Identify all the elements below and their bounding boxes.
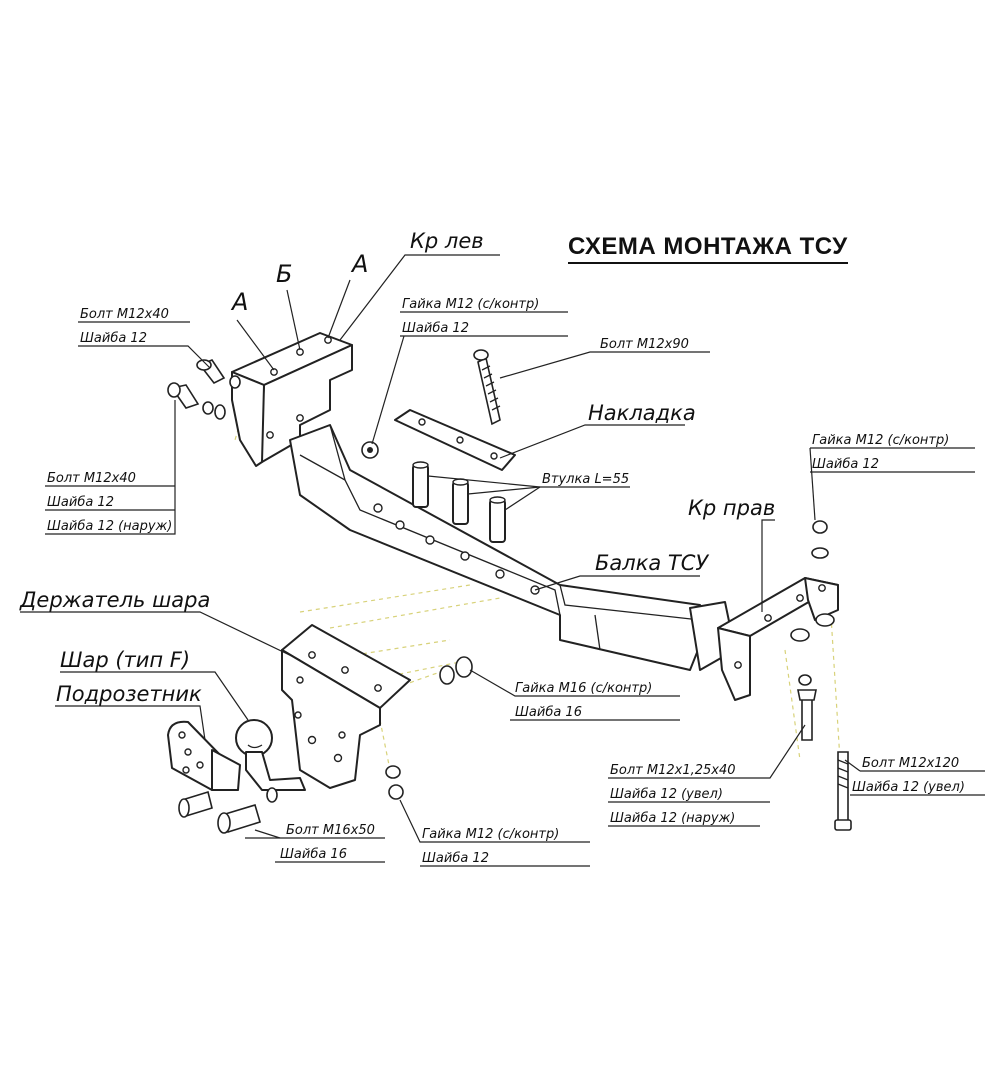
label-washer-16-nut: Шайба 16 (515, 705, 582, 720)
label-washer-12-nut-top: Шайба 12 (402, 321, 469, 336)
spacer-sleeves (412, 461, 506, 543)
label-nut-m12-bottom: Гайка М12 (с/контр) (422, 827, 559, 842)
label-washer-12-right: Шайба 12 (812, 457, 879, 472)
label-nakladka: Накладка (588, 401, 696, 425)
label-washer-12-bottom: Шайба 12 (422, 851, 489, 866)
tow-beam (289, 424, 736, 671)
label-washer-12-uvel-c: Шайба 12 (увел) (852, 780, 965, 795)
label-washer-12-outer-b: Шайба 12 (наруж) (610, 811, 735, 826)
label-washer-12-top: Шайба 12 (80, 331, 147, 346)
right-fasteners (790, 520, 852, 831)
label-nut-m12-right: Гайка М12 (с/контр) (812, 433, 949, 448)
socket-plate (167, 720, 241, 791)
label-bolt-m12x40-side: Болт М12х40 (47, 471, 136, 486)
label-derzhatel-shara: Держатель шара (19, 588, 210, 612)
label-bolt-m12x125x40: Болт М12х1,25х40 (610, 763, 736, 778)
label-a-right: А (350, 250, 368, 278)
labels: А Б А Кр лев Болт М12х40 Шайба 12 Болт М… (19, 229, 965, 866)
left-fasteners (167, 359, 379, 459)
label-b: Б (276, 260, 292, 288)
label-kr-lev: Кр лев (410, 229, 484, 253)
label-vtulka: Втулка L=55 (542, 472, 629, 487)
leader-lines (20, 254, 985, 867)
label-balka-tsu: Балка ТСУ (595, 551, 709, 575)
right-bracket (717, 577, 839, 701)
label-bolt-m12x120: Болт М12х120 (862, 756, 959, 771)
label-washer-12-outer-side: Шайба 12 (наруж) (47, 519, 172, 534)
center-nuts (385, 656, 473, 800)
label-a-left: А (230, 288, 248, 316)
label-nut-m16: Гайка М16 (с/контр) (515, 681, 652, 696)
tow-ball (235, 719, 306, 791)
diagram-title: СХЕМА МОНТАЖА ТСУ (568, 232, 848, 264)
label-washer-16-bolt: Шайба 16 (280, 847, 347, 862)
label-washer-12-uvel-a: Шайба 12 (увел) (610, 787, 723, 802)
ball-holder (281, 624, 411, 789)
label-podrozetnik: Подрозетник (56, 682, 202, 706)
label-kr-prav: Кр прав (688, 496, 775, 520)
label-shar: Шар (тип F) (60, 648, 190, 672)
label-bolt-m12x90: Болт М12х90 (600, 337, 689, 352)
label-nut-m12-top: Гайка М12 (с/контр) (402, 297, 539, 312)
label-bolt-m16x50: Болт М16х50 (286, 823, 375, 838)
reinforcement-plate (394, 409, 516, 471)
bolt-m12x90 (473, 349, 501, 426)
bolts-m16x50 (178, 787, 278, 834)
label-bolt-m12x40-top: Болт М12х40 (80, 307, 169, 322)
label-washer-12-side: Шайба 12 (47, 495, 114, 510)
